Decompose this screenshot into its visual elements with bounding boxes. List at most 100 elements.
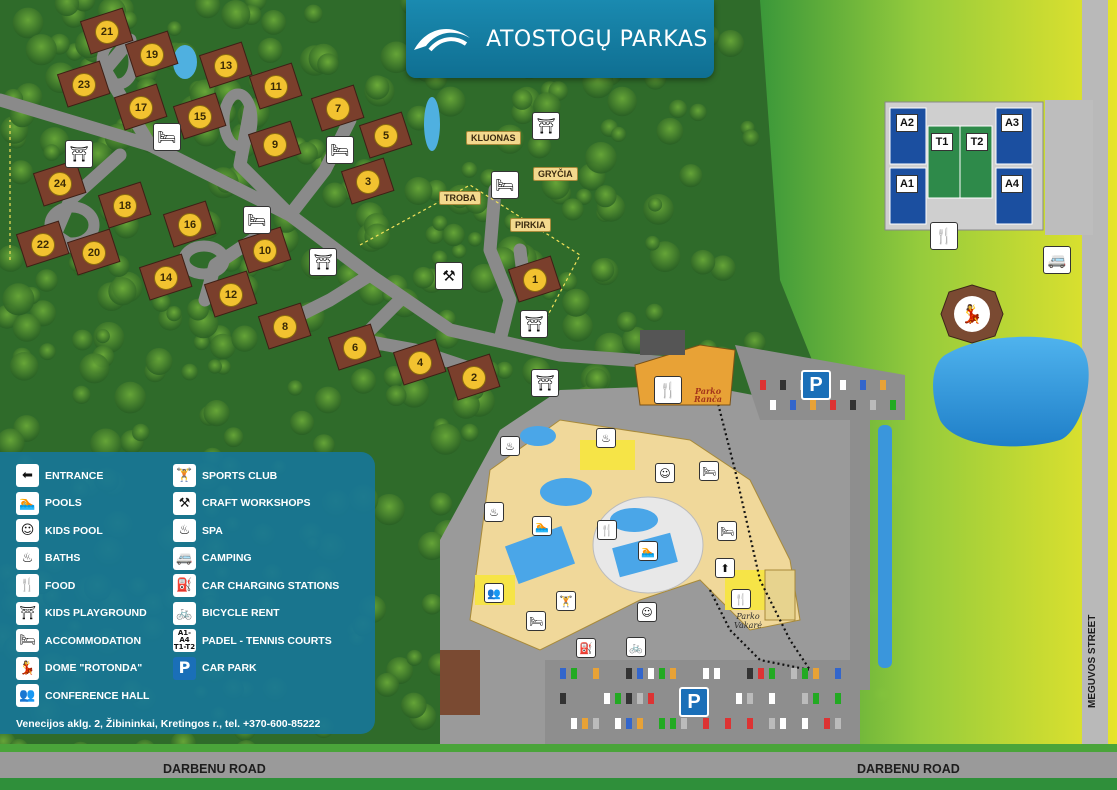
outdoor-pool-3 [610,508,658,532]
kids-pool-icon[interactable]: ☺ [655,463,675,483]
tree [0,428,25,458]
bath-icon[interactable]: ♨ [484,502,504,522]
entrance-building [640,330,685,355]
playground-swing-icon[interactable]: ⛩ [531,369,559,397]
cottage-marker-1[interactable]: 1 [523,268,547,292]
court-label-a4[interactable]: A4 [1001,175,1023,193]
spa-icon[interactable]: ♨ [596,428,616,448]
cafe-ranca-label: Parko Ranča [694,386,722,404]
cottage-marker-22[interactable]: 22 [31,233,55,257]
parked-car [870,400,876,410]
ev-charging-icon[interactable]: ⛽ [576,638,596,658]
accommodation-icon[interactable]: 🛏 [526,611,546,631]
conference-icon[interactable]: 👥 [484,583,504,603]
legend-label: ENTRANCE [45,469,104,482]
legend-item-food: 🍴FOOD [16,572,149,600]
accommodation-icon[interactable]: 🛏 [243,206,271,234]
cottage-marker-15[interactable]: 15 [188,105,212,129]
lake [933,336,1089,447]
swing-icon: ⛩ [16,601,39,625]
bath-icon[interactable]: ♨ [500,436,520,456]
legend-item-entrance: ⬅ENTRANCE [16,462,149,490]
craft-hammer-icon[interactable]: ⚒ [435,262,463,290]
tree [406,649,423,666]
accommodation-icon[interactable]: 🛏 [717,521,737,541]
camper-icon: 🚐 [173,546,196,570]
legend-label: SPORTS CLUB [202,469,278,482]
tree [511,89,533,110]
cottage-marker-10[interactable]: 10 [253,239,277,263]
cottage-marker-3[interactable]: 3 [356,170,380,194]
building-label-troba[interactable]: TROBA [439,191,481,205]
tree [373,494,405,526]
cottage-marker-16[interactable]: 16 [178,213,202,237]
building-label-kluonas[interactable]: KLUONAS [466,131,521,145]
cottage-marker-19[interactable]: 19 [140,43,164,67]
outdoor-pool-2 [540,478,592,506]
pool-swimmer-icon[interactable]: 🏊 [532,516,552,536]
walking-trail [709,379,813,672]
court-label-a1[interactable]: A1 [896,175,918,193]
tree [312,434,335,457]
food-icon[interactable]: 🍴 [930,222,958,250]
accommodation-icon[interactable]: 🛏 [153,123,181,151]
accommodation-icon[interactable]: 🛏 [491,171,519,199]
parked-car [626,693,632,704]
cottage-marker-11[interactable]: 11 [264,75,288,99]
cottage-marker-13[interactable]: 13 [214,54,238,78]
cottage-marker-5[interactable]: 5 [374,124,398,148]
cottage-marker-2[interactable]: 2 [462,366,486,390]
tree [575,188,592,205]
parking-north-icon[interactable]: P [801,370,831,400]
parked-car [593,718,599,729]
parked-car [780,380,786,390]
cottage-marker-4[interactable]: 4 [408,351,432,375]
cottage-marker-9[interactable]: 9 [263,133,287,157]
building-label-grycia[interactable]: GRYČIA [533,167,578,181]
court-label-t2[interactable]: T2 [966,133,988,151]
bicycle-icon[interactable]: 🚲 [626,637,646,657]
parking-south-icon[interactable]: P [679,687,709,717]
accommodation-icon[interactable]: 🛏 [326,136,354,164]
legend-item-spa: ♨SPA [173,517,339,545]
side-building [764,569,796,621]
tree [495,361,513,379]
kids-pool-icon[interactable]: ☺ [637,602,657,622]
cottage-marker-8[interactable]: 8 [273,315,297,339]
building-label-pirkia[interactable]: PIRKIA [510,218,551,232]
food-icon[interactable]: 🍴 [654,376,682,404]
cottage-marker-7[interactable]: 7 [326,97,350,121]
tree [649,241,681,273]
playground-swing-icon[interactable]: ⛩ [520,310,548,338]
cottage-marker-24[interactable]: 24 [48,172,72,196]
entrance-arrow-icon[interactable]: ⬆ [715,558,735,578]
camper-icon[interactable]: 🚐 [1043,246,1071,274]
cottage-marker-18[interactable]: 18 [113,194,137,218]
court-label-a2[interactable]: A2 [896,114,918,132]
cottage-marker-20[interactable]: 20 [82,241,106,265]
accommodation-icon[interactable]: 🛏 [699,461,719,481]
food-icon[interactable]: 🍴 [597,520,617,540]
sports-club-icon[interactable]: 🏋 [556,591,576,611]
playground-swing-icon[interactable]: ⛩ [309,248,337,276]
cottage-marker-17[interactable]: 17 [129,96,153,120]
tree [432,215,448,231]
legend-item-charging: ⛽CAR CHARGING STATIONS [173,572,339,600]
cottage-marker-23[interactable]: 23 [72,73,96,97]
cottage-marker-12[interactable]: 12 [219,283,243,307]
cottage-marker-21[interactable]: 21 [95,20,119,44]
court-label-a3[interactable]: A3 [1001,114,1023,132]
court-label-t1[interactable]: T1 [931,133,953,151]
food-icon[interactable]: 🍴 [731,589,751,609]
playground-swing-icon[interactable]: ⛩ [532,112,560,140]
road-verge-north [0,744,1117,752]
playground-swing-icon[interactable]: ⛩ [65,140,93,168]
cottage-marker-6[interactable]: 6 [343,336,367,360]
tree [287,380,303,396]
cottage-marker-14[interactable]: 14 [154,266,178,290]
tree [54,0,80,17]
pool-swimmer-icon[interactable]: 🏊 [638,541,658,561]
tree [562,288,591,317]
tree [257,37,283,63]
parked-car [582,718,588,729]
